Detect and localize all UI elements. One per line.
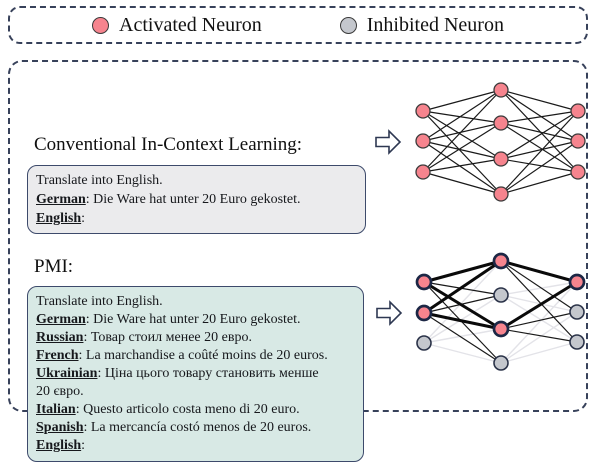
prompt-line: Italian: Questo articolo costa meno di 2… <box>36 402 300 417</box>
inhibited-neuron-icon <box>339 16 357 34</box>
legend-label-activated: Activated Neuron <box>119 13 262 36</box>
conventional-prompt-box: Translate into English. German: Die Ware … <box>27 165 366 234</box>
prompt-line: German: Die Ware hat unter 20 Euro gekos… <box>36 192 301 207</box>
prompt-line: English: <box>36 438 86 453</box>
prompt-line: Translate into English. <box>36 173 163 188</box>
prompt-line: English: <box>36 211 86 226</box>
legend-item-inhibited: Inhibited Neuron <box>339 13 504 37</box>
prompt-line: Russian: Товар стоил менее 20 евро. <box>36 330 252 345</box>
legend: Activated Neuron Inhibited Neuron <box>8 6 588 44</box>
prompt-line: Ukrainian: Ціна цього товару становить м… <box>36 366 319 381</box>
activated-neuron-icon <box>92 16 110 34</box>
prompt-line: French: La marchandise a coûté moins de … <box>36 348 328 363</box>
prompt-line: Spanish: La mercancía costó menos de 20 … <box>36 420 312 435</box>
legend-label-inhibited: Inhibited Neuron <box>366 13 504 36</box>
prompt-line: German: Die Ware hat unter 20 Euro gekos… <box>36 312 301 327</box>
prompt-line: Translate into English. <box>36 294 163 309</box>
pmi-prompt-box: Translate into English. German: Die Ware … <box>27 286 364 462</box>
prompt-line: 20 євро. <box>36 384 84 399</box>
figure-body: Conventional In-Context Learning: Transl… <box>8 60 588 462</box>
conventional-icl-heading: Conventional In-Context Learning: <box>34 134 303 155</box>
pmi-heading: PMI: <box>34 256 74 277</box>
legend-item-activated: Activated Neuron <box>92 14 262 37</box>
